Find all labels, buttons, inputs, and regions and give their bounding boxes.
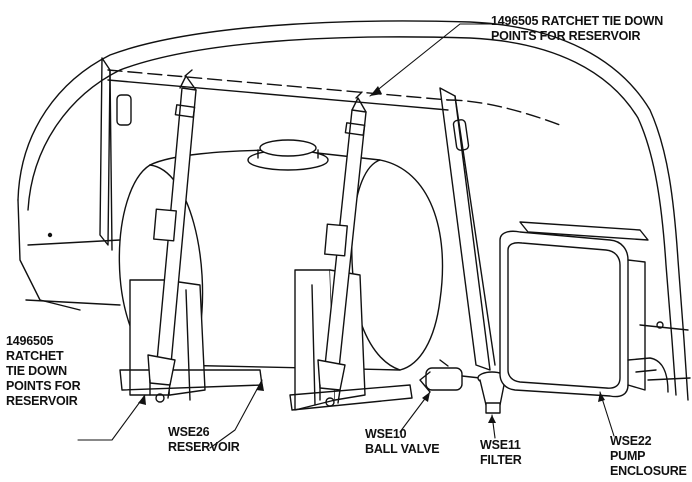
label-ball-valve: WSE10 BALL VALVE — [365, 427, 440, 456]
left-bracket — [100, 58, 131, 250]
truck-body-outline — [18, 21, 690, 400]
top-rail — [108, 70, 560, 125]
ball-valve — [420, 360, 480, 392]
right-bracket — [440, 88, 495, 370]
label-pump-enclosure: WSE22 PUMP ENCLOSURE — [610, 434, 687, 478]
label-left-ratchet-tie-down: 1496505 RATCHET TIE DOWN POINTS FOR RESE… — [6, 334, 81, 408]
filter — [478, 372, 515, 413]
left-ratchet-strap — [148, 70, 196, 402]
pump-enclosure — [500, 222, 668, 397]
label-filter: WSE11 FILTER — [480, 438, 522, 467]
right-ratchet-strap — [318, 92, 366, 406]
leader-arrowheads — [138, 86, 605, 423]
label-top-ratchet-tie-down: 1496505 RATCHET TIE DOWN POINTS FOR RESE… — [491, 14, 664, 43]
label-reservoir: WSE26 RESERVOIR — [168, 425, 240, 454]
